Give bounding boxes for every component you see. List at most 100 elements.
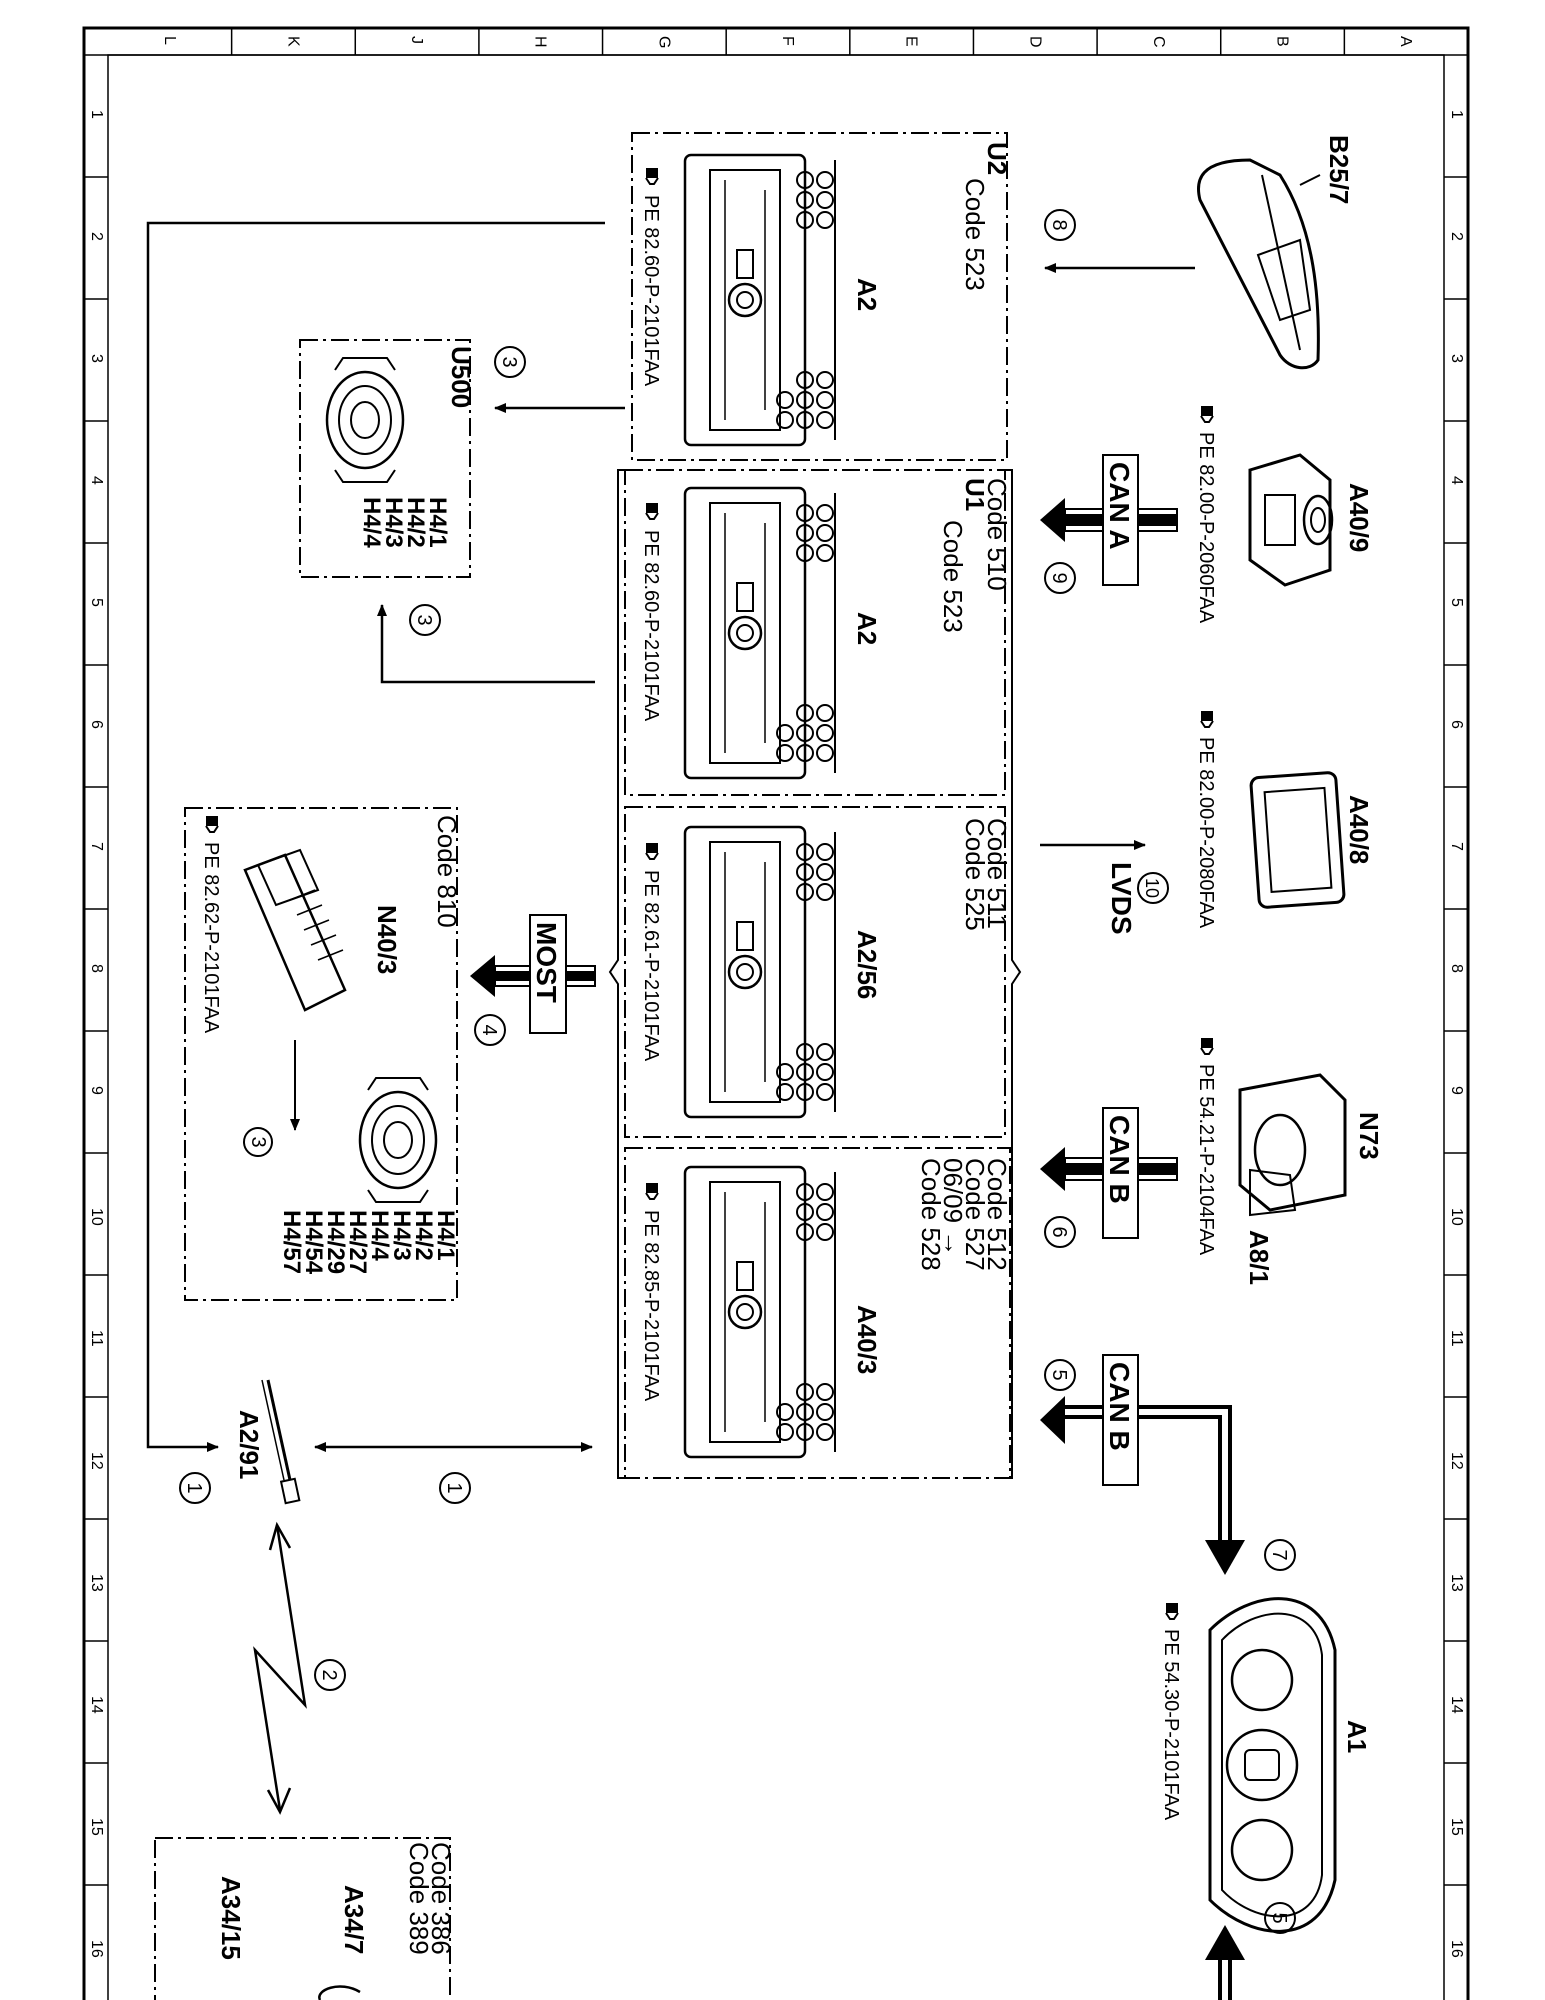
n40-item-5: H4/27 xyxy=(344,1210,371,1274)
callout-10: 10 xyxy=(1142,878,1162,898)
n40-group: Code 810 N40/3 PE 82.62-P-2101FAA 3 H4/1… xyxy=(200,815,462,1275)
u4-ref: PE 82.85-P-2101FAA xyxy=(640,1210,662,1402)
u3-radio xyxy=(683,825,837,1119)
column-label: F xyxy=(779,36,796,46)
row-label-left: 15 xyxy=(88,1818,105,1836)
u4-box xyxy=(624,1147,1011,1479)
n40-label: N40/3 xyxy=(372,905,402,974)
u500-title: U500 xyxy=(446,346,476,408)
column-label: B xyxy=(1274,36,1291,47)
a40-8-label: A40/8 xyxy=(1344,795,1374,864)
row-label-right: 2 xyxy=(1448,232,1465,241)
row-label-left: 3 xyxy=(88,354,105,363)
callout-3-n40: 3 xyxy=(247,1136,269,1147)
row-label-left: 2 xyxy=(88,232,105,241)
n40-item-4: H4/4 xyxy=(366,1210,393,1261)
most-label: MOST xyxy=(531,922,562,1003)
u1-code-top: Code 510 xyxy=(982,478,1012,591)
row-label-right: 14 xyxy=(1448,1696,1465,1714)
u1-code: Code 523 xyxy=(938,520,968,633)
n40-code: Code 810 xyxy=(432,815,462,928)
column-label: A xyxy=(1397,36,1414,47)
row-label-right: 3 xyxy=(1448,354,1465,363)
can-a-bus: CAN A 9 xyxy=(1040,454,1178,594)
row-label-left: 4 xyxy=(88,476,105,485)
column-label: H xyxy=(532,36,549,48)
b25-7-component: B25/7 xyxy=(1196,135,1354,370)
callout-3-u2: 3 xyxy=(498,356,520,367)
a2-91-label: A2/91 xyxy=(234,1410,264,1479)
row-label-right: 5 xyxy=(1448,598,1465,607)
a40-9-component: A40/9 PE 82.00-P-2060FAA xyxy=(1195,405,1374,624)
u1-ref: PE 82.60-P-2101FAA xyxy=(640,530,662,722)
a2-91-component: A2/91 xyxy=(234,1379,301,1505)
column-label: E xyxy=(903,36,920,47)
u500-item-1: H4/1 xyxy=(424,497,451,548)
a1-ref: PE 54.30-P-2101FAA xyxy=(1160,1629,1182,1821)
a1-component: A1 PE 54.30-P-2101FAA xyxy=(1160,1597,1372,1933)
a34-label1: A34/7 xyxy=(339,1885,369,1954)
row-label-right: 10 xyxy=(1448,1208,1465,1226)
a40-9-ref: PE 82.00-P-2060FAA xyxy=(1195,432,1217,624)
n40-item-6: H4/29 xyxy=(322,1210,349,1274)
callout-2: 2 xyxy=(318,1669,340,1680)
row-label-right: 9 xyxy=(1448,1086,1465,1095)
row-label-right: 13 xyxy=(1448,1574,1465,1592)
u4-code1: Code 512 xyxy=(982,1158,1012,1271)
n73-component: N73 A8/1 PE 54.21-P-2104FAA xyxy=(1195,1037,1384,1285)
n73-label: N73 xyxy=(1354,1112,1384,1160)
u500-box xyxy=(299,339,471,578)
row-label-left: 11 xyxy=(88,1330,105,1347)
u1-title: U1 xyxy=(960,478,990,511)
u3-box xyxy=(624,806,1006,1138)
column-label: G xyxy=(655,36,672,48)
a40-9-label: A40/9 xyxy=(1344,483,1374,552)
row-label-right: 7 xyxy=(1448,842,1465,851)
column-label: D xyxy=(1026,36,1043,48)
n40-ref: PE 82.62-P-2101FAA xyxy=(200,842,222,1034)
u3-ref: PE 82.61-P-2101FAA xyxy=(640,870,662,1062)
u3-device: A2/56 xyxy=(852,930,882,999)
n40-item-3: H4/3 xyxy=(388,1210,415,1261)
callout-4: 4 xyxy=(478,1024,500,1035)
callout-1-mid: 1 xyxy=(443,1482,465,1493)
lvds-label: LVDS xyxy=(1106,862,1137,935)
u4-code4: Code 528 xyxy=(916,1158,946,1271)
b25-7-label: B25/7 xyxy=(1324,135,1354,204)
a40-8-ref: PE 82.00-P-2080FAA xyxy=(1195,737,1217,929)
row-label-left: 6 xyxy=(88,720,105,729)
callout-7: 7 xyxy=(1268,1549,1290,1560)
row-label-right: 8 xyxy=(1448,964,1465,973)
u2-radio xyxy=(683,153,837,447)
a8-1-label: A8/1 xyxy=(1244,1230,1274,1285)
n40-box xyxy=(184,807,458,1301)
u4-device: A40/3 xyxy=(852,1305,882,1374)
a1-label: A1 xyxy=(1342,1720,1372,1753)
n40-speaker xyxy=(358,1076,438,1204)
u500-group: U500 H4/1 H4/2 H4/3 H4/4 xyxy=(325,346,476,548)
callout-9: 9 xyxy=(1048,572,1070,583)
can-b-bus-5: CAN B 5 7 xyxy=(1040,1354,1296,1575)
row-label-left: 7 xyxy=(88,842,105,851)
u4-code2: Code 527 xyxy=(960,1158,990,1271)
column-label: L xyxy=(161,36,178,45)
a34-group: Code 386 Code 389 A34/7 A34/15 xyxy=(216,1842,456,2000)
row-label-right: 4 xyxy=(1448,476,1465,485)
can-a-label: CAN A xyxy=(1104,462,1135,550)
row-label-left: 8 xyxy=(88,964,105,973)
row-label-left: 9 xyxy=(88,1086,105,1095)
u500-item-2: H4/2 xyxy=(402,497,429,548)
u4-radio xyxy=(683,1165,837,1459)
callout-3-u1: 3 xyxy=(413,614,435,625)
n40-item-8: H4/57 xyxy=(278,1210,305,1274)
n73-ref: PE 54.21-P-2104FAA xyxy=(1195,1064,1217,1256)
u2-device: A2 xyxy=(852,278,882,311)
row-label-left: 13 xyxy=(88,1574,105,1592)
callout-5b: 5 xyxy=(1268,1912,1290,1923)
can-b-bus-6: CAN B 6 xyxy=(1040,1107,1178,1248)
row-label-left: 1 xyxy=(88,110,105,119)
n40-item-2: H4/2 xyxy=(410,1210,437,1261)
